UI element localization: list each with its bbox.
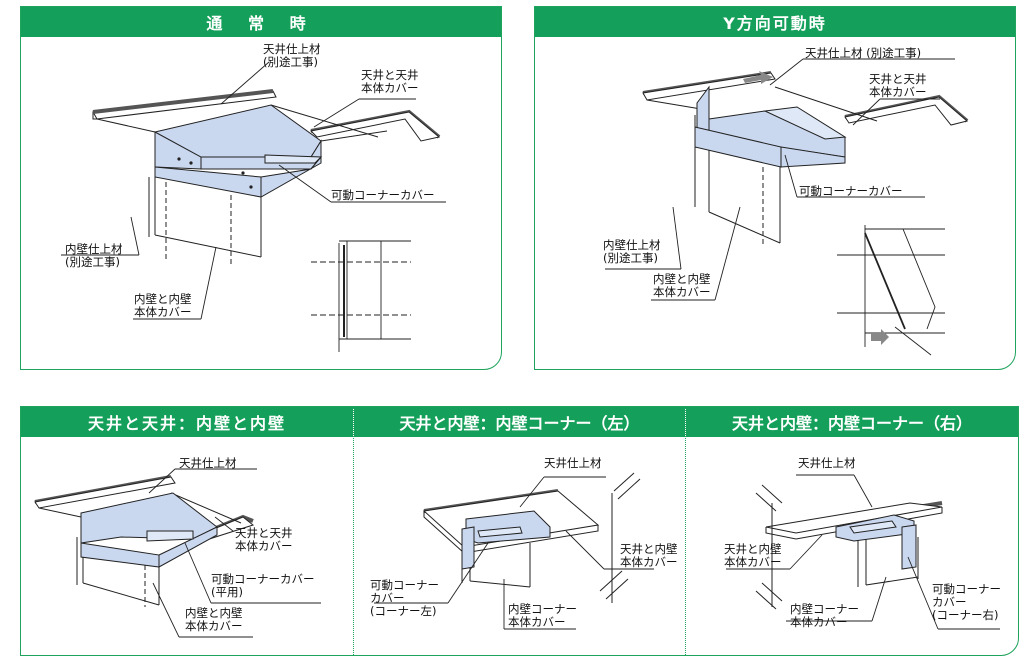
y-moving-illustration xyxy=(605,58,969,356)
label-corner-cover: 可動コーナーカバー xyxy=(799,184,903,198)
divider xyxy=(353,407,354,655)
normal-illustration xyxy=(61,61,446,352)
label-ceiling-cover: 天井と天井本体カバー xyxy=(869,72,927,99)
panel-normal: 通 常 時 xyxy=(20,6,502,370)
panel-title: 天井と天井：内壁と内壁 xyxy=(21,407,353,437)
label-corner-cover: 可動コーナーカバー(コーナー左) xyxy=(370,578,439,618)
label-wall-cover: 内壁と内壁本体カバー xyxy=(653,272,711,299)
label-corner-cover: 可動コーナーカバー xyxy=(331,188,435,202)
label-wall-corner-cover: 内壁コーナー本体カバー xyxy=(508,602,577,629)
panel-title: Y方向可動時 xyxy=(535,7,1015,37)
corner-right-illustration xyxy=(726,474,1000,630)
panel-corner-right: 天井と内壁：内壁コーナー（右） xyxy=(686,407,1018,655)
label-ceiling-finish: 天井仕上材(別途工事) xyxy=(263,42,321,69)
panel-title: 通 常 時 xyxy=(21,7,501,37)
label-ceiling-cover: 天井と天井本体カバー xyxy=(235,526,293,553)
label-ceiling-finish: 天井仕上材 xyxy=(798,456,856,470)
label-ceiling-finish: 天井仕上材 (別途工事) xyxy=(805,46,922,60)
label-ceiling-wall-cover: 天井と内壁本体カバー xyxy=(724,542,782,569)
label-wall-finish: 内壁仕上材(別途工事) xyxy=(65,242,123,269)
label-corner-cover: 可動コーナーカバー(平用) xyxy=(211,572,315,599)
divider xyxy=(685,407,686,655)
label-wall-corner-cover: 内壁コーナー本体カバー xyxy=(790,602,859,629)
label-ceiling-cover: 天井と天井本体カバー xyxy=(361,68,419,95)
label-wall-cover: 内壁と内壁本体カバー xyxy=(185,606,243,633)
panel-corner-left: 天井と内壁：内壁コーナー（左） xyxy=(354,407,685,655)
corner-left-illustration xyxy=(374,472,654,630)
panel-title: 天井と内壁：内壁コーナー（右） xyxy=(686,407,1018,437)
panel-ceiling-wall: 天井と天井：内壁と内壁 xyxy=(21,407,353,655)
label-wall-cover: 内壁と内壁本体カバー xyxy=(134,292,192,319)
label-corner-cover: 可動コーナーカバー(コーナー右) xyxy=(932,582,1001,622)
panel-title: 天井と内壁：内壁コーナー（左） xyxy=(354,407,685,437)
label-wall-finish: 内壁仕上材(別途工事) xyxy=(603,238,661,265)
panel-bottom-row: 天井と天井：内壁と内壁 xyxy=(20,406,1019,656)
ceiling-wall-illustration xyxy=(34,468,321,638)
label-ceiling-finish: 天井仕上材 xyxy=(179,456,237,470)
panel-y-moving: Y方向可動時 xyxy=(534,6,1016,370)
label-ceiling-wall-cover: 天井と内壁本体カバー xyxy=(620,542,678,569)
label-ceiling-finish: 天井仕上材 xyxy=(544,456,602,470)
